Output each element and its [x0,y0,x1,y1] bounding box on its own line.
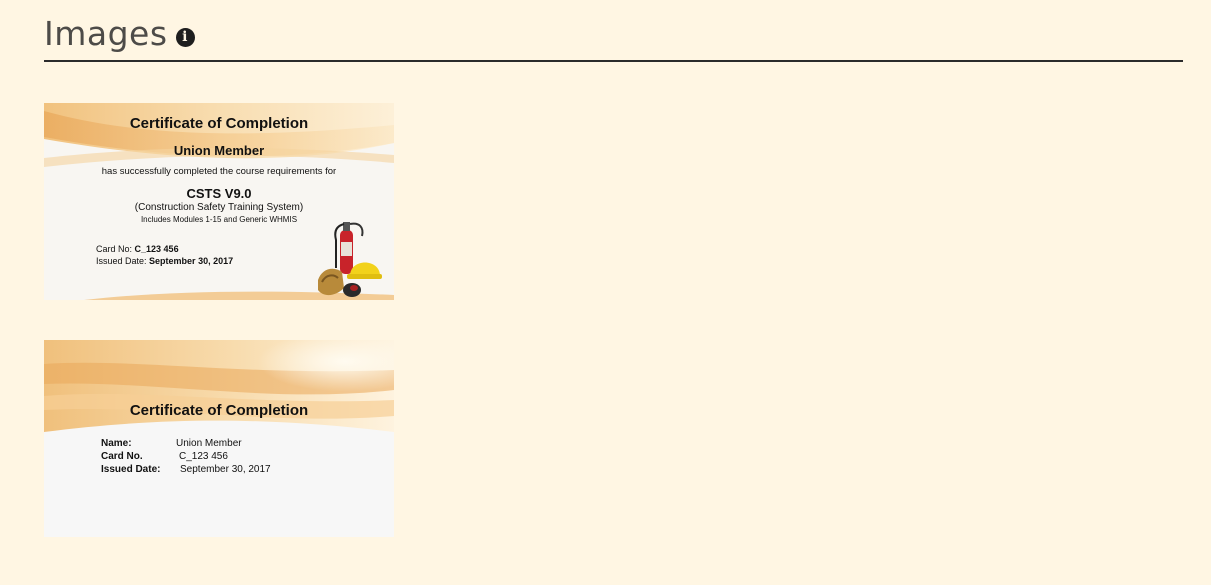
certificate-back-title: Certificate of Completion [129,402,309,419]
certificate-title: Certificate of Completion [129,115,309,132]
page-title-text: Images [44,14,168,53]
certificate-course-code: CSTS V9.0 [186,186,252,201]
safety-equipment-icon [318,222,382,297]
certificate-modules: Includes Modules 1-15 and Generic WHMIS [140,215,298,224]
certificate-background [44,340,394,537]
card-number-value: C_123 456 [134,244,179,254]
card-number-value: C_123 456 [179,451,228,462]
issued-date-row: Issued Date: September 30, 2017 [96,256,233,266]
issued-date-label: Issued Date: [96,256,147,266]
card-number-label: Card No: [96,244,133,254]
certificate-statement: has successfully completed the course re… [101,166,337,177]
certificate-front-image[interactable]: Certificate of Completion Union Member h… [44,103,394,300]
issued-date-label: Issued Date: [101,464,161,475]
issued-date-value: September 30, 2017 [180,464,271,475]
name-value: Union Member [176,438,242,449]
certificate-course-name: (Construction Safety Training System) [134,202,304,213]
name-label: Name: [101,438,132,449]
certificate-back-image[interactable]: Certificate of Completion Name: Union Me… [44,340,394,537]
certificate-recipient: Union Member [173,143,265,158]
card-number-label: Card No. [101,451,143,462]
issued-date-value: September 30, 2017 [149,256,234,266]
info-circle-icon[interactable]: i [175,28,195,47]
certificate-background [44,103,394,300]
card-number-row: Card No: C_123 456 [96,244,179,254]
